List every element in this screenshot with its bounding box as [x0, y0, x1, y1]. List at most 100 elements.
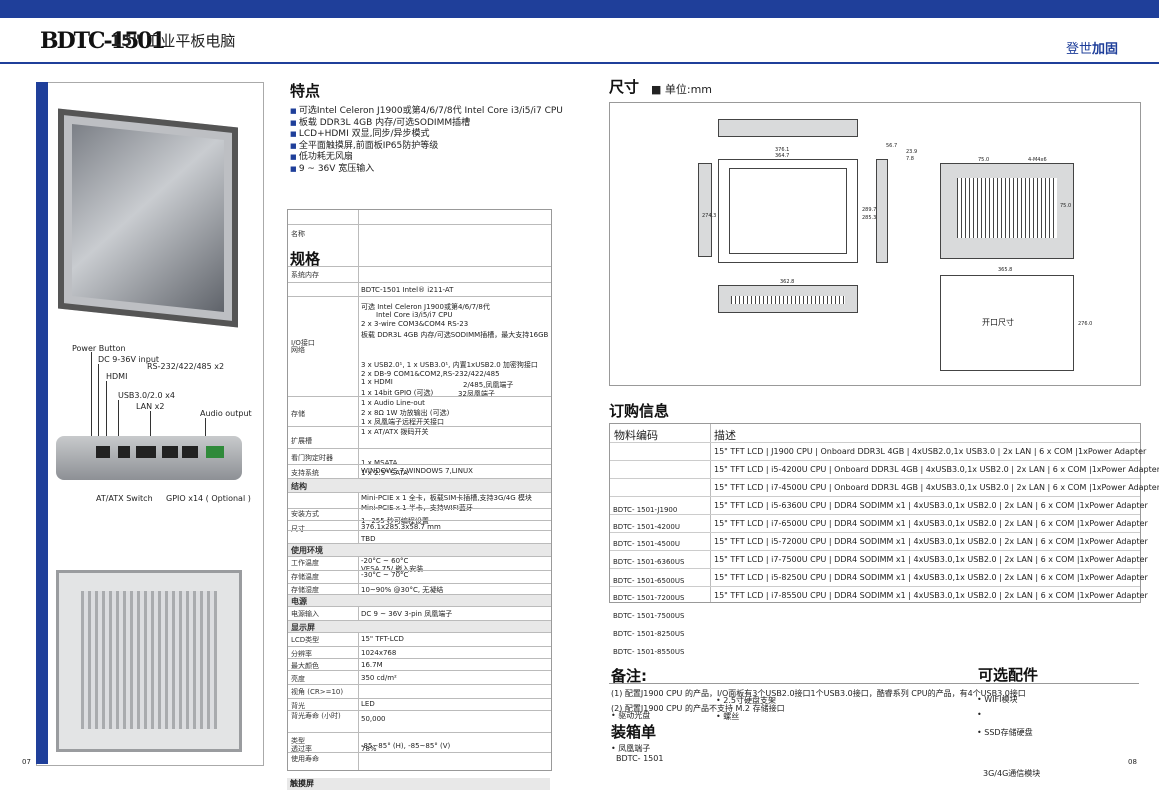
table-row: BDTC-1501 Intel® i211-AT: [288, 282, 551, 294]
accessory-item: • SSD存储硬盘: [977, 728, 1033, 737]
io-port: [118, 446, 130, 458]
dim-value: 4-M4x6: [1028, 157, 1047, 163]
dim-value: 56.7: [886, 143, 898, 149]
packing-item: • 2.5寸硬盘支架: [716, 696, 776, 705]
table-row: 使用环境: [288, 543, 551, 557]
table-row: 15" TFT LCD | i7-8550U CPU | DDR4 SODIMM…: [610, 586, 1148, 605]
leader-line: [98, 364, 99, 436]
accessory-item: •: [977, 710, 982, 719]
order-code: BDTC- 1501-6360US: [613, 558, 685, 566]
table-row: 支持系统 WINDOWS 7,WINDOWS 7,LINUX 1 x 2.5" …: [288, 464, 551, 477]
table-row: 存储湿度 10~90% @30°C, 无凝结: [288, 583, 551, 594]
note-2: (2) 配置J1900 CPU 的产品不支持 M.2 存储接口: [611, 704, 785, 713]
leader-line: [91, 352, 92, 436]
dim-value: 7.8: [906, 156, 914, 162]
table-row: 尺寸 376.1x285.3x58.7 mm: [288, 520, 551, 533]
order-code: BDTC- 1501-4500U: [613, 540, 680, 548]
dim-value: 365.8: [998, 267, 1013, 273]
order-code: BDTC- 1501-8250US: [613, 630, 685, 638]
io-port: [162, 446, 178, 458]
top-view: [718, 119, 858, 137]
label-power-button: Power Button: [72, 344, 126, 353]
order-table-header: 物料编码 描述: [610, 424, 1140, 443]
front-view-screen: [729, 168, 847, 254]
features-list: 可选Intel Celeron J1900或第4/6/7/8代 Intel Co…: [290, 106, 563, 175]
table-row: 类型 透过率 -85~85° (H), -85~85° (V) 78%: [288, 732, 551, 753]
table-row: 15" TFT LCD | i5-6360U CPU | DDR4 SODIMM…: [610, 496, 1148, 515]
rear-view: [940, 163, 1074, 259]
dim-value: 75.0: [978, 157, 990, 163]
table-row: 看门狗定时器 1 x MSATA: [288, 448, 551, 467]
page-number-left: 07: [22, 758, 31, 766]
product-io-image: [56, 436, 242, 480]
product-type: 工业平板电脑: [145, 32, 236, 50]
accessory-item: 3G/4G通信模块: [983, 769, 1041, 778]
label-dc-input: DC 9-36V input: [98, 355, 160, 364]
dim-value: 276.0: [1078, 321, 1093, 327]
side-view-left: [698, 163, 712, 257]
touch-section-title: 触摸屏: [287, 778, 550, 790]
order-code: BDTC- 1501-7200US: [613, 594, 685, 602]
product-back-image: [56, 570, 242, 752]
unit-text: 单位:mm: [664, 83, 713, 96]
accessory-item: • WIFI模块: [977, 695, 1018, 704]
dim-value: 364.7: [775, 153, 790, 159]
header-divider: [0, 62, 1159, 64]
packing-item: • 凤凰端子: [611, 744, 651, 753]
dim-value: 376.1: [775, 147, 790, 153]
side-view-right: [876, 159, 888, 263]
table-row: 显示屏: [288, 620, 551, 633]
feature-item: 板载 DDR3L 4GB 内存/可选SODIMM插槽: [290, 118, 563, 130]
features-title: 特点: [290, 82, 321, 100]
table-row: 背光寿命 (小时)50,000: [288, 710, 551, 733]
order-column-divider: [710, 424, 711, 602]
rear-heatsink: [957, 178, 1057, 238]
cutout-view: [940, 275, 1074, 371]
packing-item: • 螺丝: [716, 712, 740, 721]
brand-logo: 登世加固: [1066, 38, 1118, 57]
top-bar: [0, 0, 1159, 18]
order-title: 订购信息: [609, 402, 670, 420]
bottom-view: [718, 285, 858, 313]
table-row: 15" TFT LCD | J1900 CPU | Onboard DDR3L …: [610, 442, 1146, 461]
label-hdmi: HDMI: [106, 372, 128, 381]
table-row: 视角 (CR>=10): [288, 684, 551, 699]
leader-line: [150, 411, 151, 436]
note-1: (1) 配置J1900 CPU 的产品，I/O面板有3个USB2.0接口1个US…: [611, 689, 1026, 698]
table-row: 系统内存: [288, 266, 551, 279]
leader-line: [106, 381, 107, 436]
label-gpio: GPIO x14 ( Optional ): [166, 494, 251, 503]
io-port: [136, 446, 156, 458]
io-port: [96, 446, 110, 458]
table-row: 可选 Intel Celeron J1900或第4/6/7/8代 Intel C…: [288, 296, 551, 398]
dim-value: 362.8: [780, 279, 795, 285]
brand-prefix: 登世: [1066, 42, 1093, 57]
accessories-title: 可选配件: [978, 666, 1039, 684]
order-code: BDTC- 1501-4200U: [613, 523, 680, 531]
table-row: 15" TFT LCD | i5-7200U CPU | DDR4 SODIMM…: [610, 532, 1148, 551]
packing-title: 装箱单: [611, 723, 657, 741]
table-row: 扩展槽 1 x AT/ATX 拨码开关: [288, 426, 551, 449]
dimensions-unit: ■ 单位:mm: [651, 83, 713, 96]
io-port: [206, 446, 224, 458]
dimension-drawing: 376.1 364.7 56.7 23.9 7.8 274.3 289.7 28…: [609, 102, 1141, 386]
feature-item: LCD+HDMI 双显,同步/异步模式: [290, 129, 563, 141]
dim-value: 274.3: [702, 213, 717, 219]
model-name: BDTC-1501: [40, 28, 166, 54]
table-row: 电源输入 DC 9 ~ 36V 3-pin 凤凰端子: [288, 606, 551, 621]
table-row: 存储温度 -30°C ~ 70°C: [288, 570, 551, 581]
notes-title: 备注:: [611, 667, 647, 685]
label-lan: LAN x2: [136, 402, 165, 411]
table-row: 15" TFT LCD | i7-6500U CPU | DDR4 SODIMM…: [610, 514, 1148, 533]
brand-suffix: 加固: [1092, 42, 1119, 57]
io-port: [182, 446, 198, 458]
packing-model: BDTC- 1501: [616, 754, 664, 763]
table-row: 15" TFT LCD | i7-7500U CPU | DDR4 SODIMM…: [610, 550, 1148, 569]
dim-value: 75.0: [1060, 203, 1072, 209]
table-row: 工作温度 -20°C ~ 60°C VESA 75/ 嵌入安装: [288, 556, 551, 573]
table-row: 使用寿命: [288, 752, 551, 765]
